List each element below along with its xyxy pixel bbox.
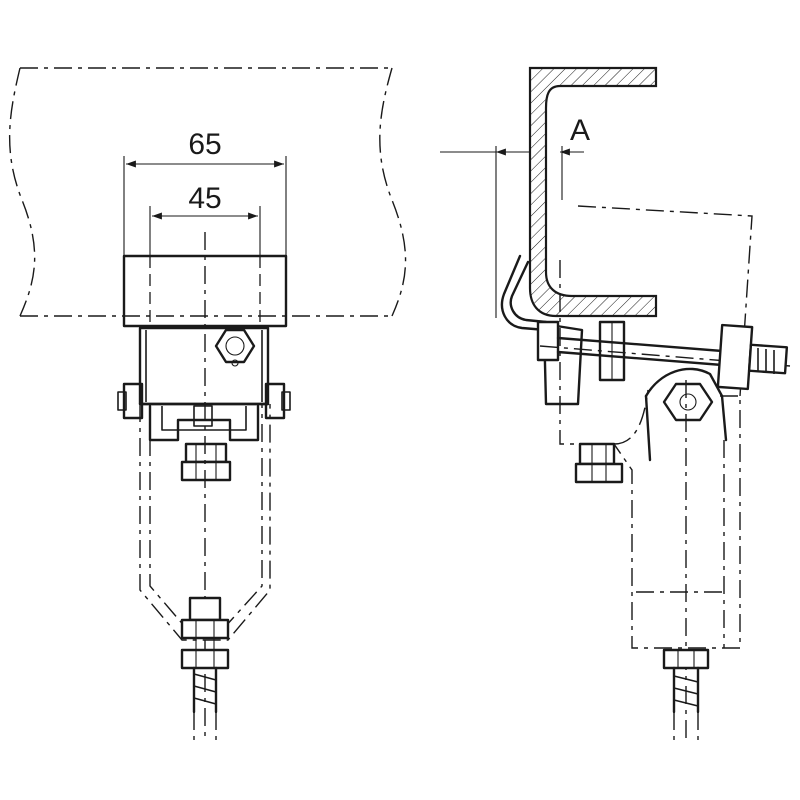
dimension-65: 65 (123, 128, 287, 256)
threaded-rod-side (662, 648, 710, 740)
body-contour-side (644, 367, 728, 462)
clamp-jaw-side (536, 320, 626, 406)
threaded-rod-front (180, 596, 230, 740)
dimension-65-label: 65 (188, 128, 221, 161)
spring-clip (500, 254, 548, 332)
long-bolt-side (539, 323, 791, 391)
side-view: A (440, 66, 791, 740)
adjust-screw-front (180, 442, 232, 482)
front-view: 65 45 (9, 67, 407, 740)
beam-outline (9, 67, 407, 317)
dimension-45-label: 45 (188, 182, 221, 215)
hex-nut-front (214, 328, 256, 367)
clamp-body-side (559, 205, 753, 649)
dimension-A-label: A (570, 114, 590, 147)
adjust-screw-side (574, 442, 624, 484)
beam-profile (528, 66, 658, 318)
side-bolts-front (117, 382, 291, 420)
dimension-A: A (440, 114, 590, 318)
hex-nut-side (662, 382, 714, 422)
dimension-45: 45 (149, 182, 261, 256)
stirrup-front (148, 404, 260, 442)
